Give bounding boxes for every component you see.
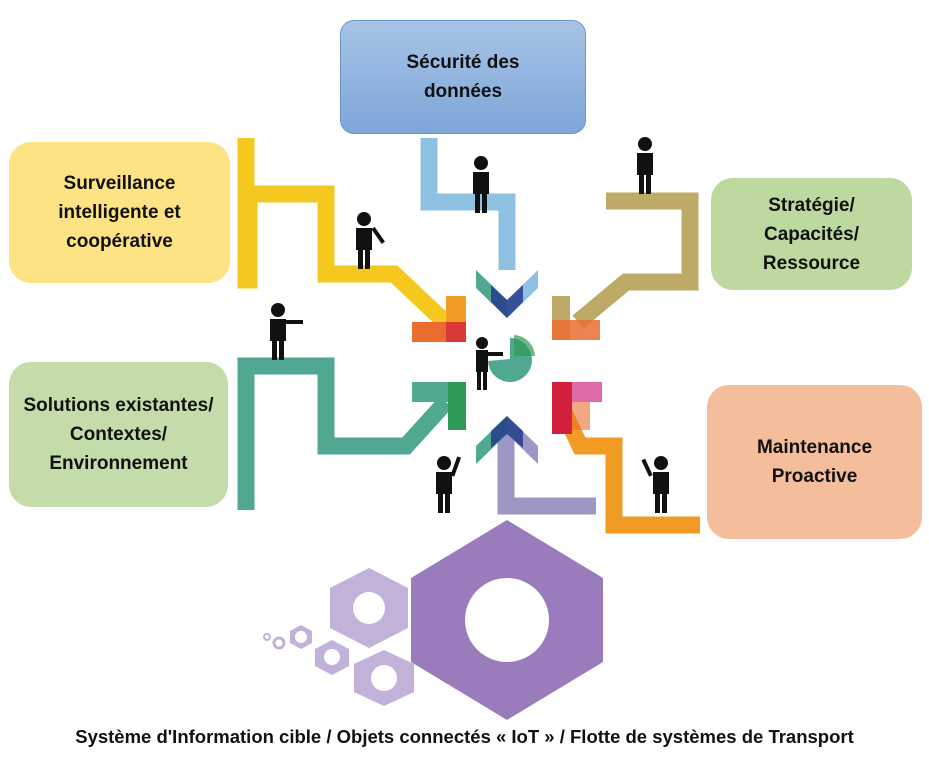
person-icon-bottom <box>436 456 462 513</box>
box-securite-des-donnees: Sécurité des données <box>340 20 586 134</box>
box-line: coopérative <box>66 231 173 252</box>
center-pie-chart-icon <box>488 335 535 383</box>
box-line: Capacités/ <box>763 223 860 245</box>
box-surveillance: Surveillance intelligente et coopérative <box>9 142 230 283</box>
box-line: Solutions existantes/ <box>23 395 214 416</box>
arrow-maintenance <box>552 400 700 534</box>
gear-medium-icon <box>330 568 408 648</box>
arrow-surveillance <box>237 138 452 330</box>
box-line: Sécurité des <box>406 52 520 73</box>
box-strategie: Stratégie/ Capacités/ Ressource <box>711 178 912 290</box>
box-line: Stratégie/ <box>768 194 855 216</box>
chevron-right-bottom <box>552 382 602 434</box>
footer-caption: Système d'Information cible / Objets con… <box>75 726 854 747</box>
box-line: Environnement <box>49 453 188 474</box>
person-icon-surveillance <box>356 212 385 269</box>
box-line: Maintenance <box>756 437 873 458</box>
gear-small-icon <box>354 650 414 706</box>
box-solutions: Solutions existantes/ Contextes/ Environ… <box>9 362 228 507</box>
chevron-bottom <box>476 416 538 464</box>
arrow-strategie <box>572 192 699 329</box>
box-line: intelligente et <box>58 202 181 223</box>
chevron-right-top <box>552 296 600 340</box>
person-icon-maintenance <box>641 456 669 513</box>
box-line: Proactive <box>771 466 858 487</box>
person-icon-strategie <box>637 137 653 194</box>
box-maintenance: Maintenance Proactive <box>707 385 922 539</box>
box-line: Surveillance <box>63 173 176 194</box>
gear-tiny-icon <box>315 640 349 675</box>
gear-large-icon <box>411 520 603 720</box>
box-line: données <box>423 81 503 102</box>
arrow-securite <box>420 138 516 270</box>
chevron-top <box>476 270 538 318</box>
arrow-bottom <box>497 428 596 515</box>
gear-micro-icon <box>263 633 286 650</box>
person-icon-solutions <box>270 303 303 360</box>
box-line: Contextes/ <box>69 424 168 445</box>
chevron-left-bottom <box>412 382 466 430</box>
person-icon-center <box>476 337 503 390</box>
gear-mini-icon <box>290 625 312 649</box>
person-icon-top <box>473 156 489 213</box>
arrow-solutions <box>237 357 453 510</box>
box-line: Ressource <box>762 252 861 274</box>
chevron-left-top <box>412 296 466 342</box>
